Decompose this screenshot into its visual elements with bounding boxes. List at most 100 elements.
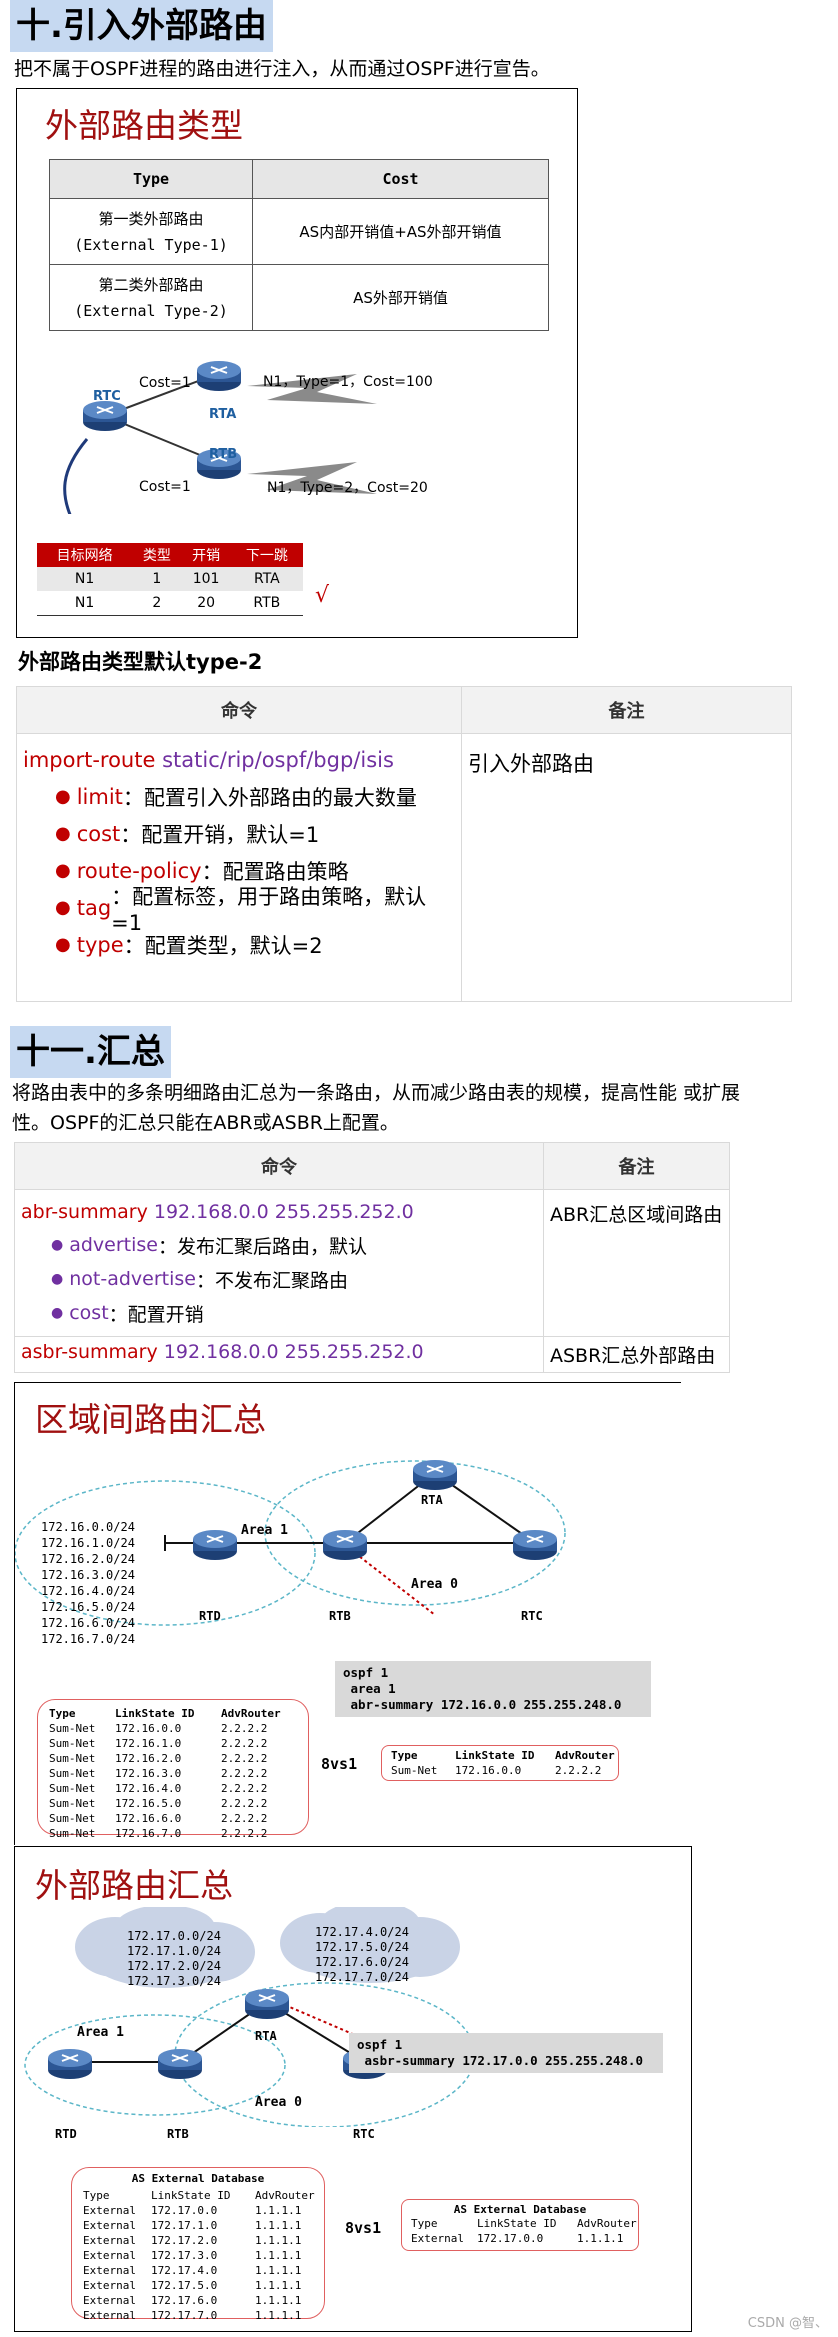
type-cell: 第一类外部路由 (External Type-1) xyxy=(50,199,253,265)
col-header: 类型 xyxy=(132,543,181,567)
router-label-rtb: RTB xyxy=(329,1609,351,1623)
bullet-icon: ● xyxy=(51,1237,63,1253)
col-header: LinkState ID xyxy=(454,1748,554,1763)
remark-cell: ABR汇总区域间路由 xyxy=(544,1190,730,1337)
cell: Sum-Net xyxy=(48,1781,114,1796)
prefix: 172.17.6.0/24 xyxy=(315,1955,409,1970)
col-header: 下一跳 xyxy=(231,543,303,567)
router-icon xyxy=(158,2049,202,2079)
col-type: Type xyxy=(50,160,253,199)
cost-label-bottom: Cost=1 xyxy=(139,479,191,495)
col-remark: 备注 xyxy=(544,1143,730,1190)
prefix: 172.16.4.0/24 xyxy=(41,1583,135,1599)
prefix: 172.17.2.0/24 xyxy=(127,1959,221,1974)
router-label-rtb: RTB xyxy=(167,2127,189,2141)
cell: Sum-Net xyxy=(48,1811,114,1826)
router-icon xyxy=(83,401,127,431)
cell: 172.16.7.0 xyxy=(114,1826,220,1841)
router-label-rta: RTA xyxy=(255,2029,277,2043)
cell: 172.17.0.0 xyxy=(476,2231,576,2246)
cell: 1.1.1.1 xyxy=(254,2293,316,2308)
default-type-note: 外部路由类型默认type-2 xyxy=(18,646,262,676)
cell: 172.16.3.0 xyxy=(114,1766,220,1781)
cell: 1.1.1.1 xyxy=(254,2263,316,2278)
bullet-icon: ● xyxy=(51,1305,63,1321)
slide-external-summary: 外部路由汇总 xyxy=(14,1846,692,2332)
option-item: ● limit：配置引入外部路由的最大数量 xyxy=(55,778,455,815)
option-key: cost xyxy=(69,1302,108,1324)
col-cost: Cost xyxy=(253,160,549,199)
bullet-icon: ● xyxy=(55,786,71,807)
option-key: not-advertise xyxy=(69,1268,196,1290)
slide-inter-area-summary: 区域间路由汇总 172.16.0.0/24 172.16.1.0/24 172.… xyxy=(14,1382,681,1845)
prefix: 172.16.6.0/24 xyxy=(41,1615,135,1631)
command-args: static/rip/ospf/bgp/isis xyxy=(162,748,394,772)
col-command: 命令 xyxy=(17,687,462,734)
router-icon xyxy=(245,1989,289,2019)
prefix: 172.17.4.0/24 xyxy=(315,1925,409,1940)
option-text: ：配置标签，用于路由策略，默认=1 xyxy=(111,881,455,935)
bullet-icon: ● xyxy=(55,823,71,844)
router-label-rta: RTA xyxy=(421,1493,443,1507)
command-cell: asbr-summary 192.168.0.0 255.255.252.0 xyxy=(15,1337,544,1373)
area1-label: Area 1 xyxy=(77,2025,124,2040)
cell: 2.2.2.2 xyxy=(220,1766,282,1781)
option-key: type xyxy=(77,933,124,957)
command-args: 192.168.0.0 255.255.252.0 xyxy=(154,1201,414,1223)
option-item: ●advertise：发布汇聚后路由，默认 xyxy=(51,1228,537,1262)
cell: 1.1.1.1 xyxy=(576,2231,638,2246)
col-header: AdvRouter xyxy=(554,1748,616,1763)
option-text: ：配置引入外部路由的最大数量 xyxy=(123,782,417,812)
type-name: 第一类外部路由 xyxy=(51,206,251,232)
cell: Sum-Net xyxy=(390,1763,454,1778)
section-desc-11-line1: 将路由表中的多条明细路由汇总为一条路由，从而减少路由表的规模，提高性能 或扩展 xyxy=(12,1078,740,1108)
cell: RTB xyxy=(231,591,303,616)
slide-title: 区域间路由汇总 xyxy=(35,1393,266,1441)
area1-label: Area 1 xyxy=(241,1523,288,1538)
option-text: ：发布汇聚后路由，默认 xyxy=(158,1232,367,1259)
option-key: limit xyxy=(77,785,123,809)
option-text: ：配置开销，默认=1 xyxy=(120,819,319,849)
bullet-icon: ● xyxy=(55,934,71,955)
config-line: abr-summary 172.16.0.0 255.255.248.0 xyxy=(343,1697,643,1713)
ospf-config-box: ospf 1 area 1 abr-summary 172.16.0.0 255… xyxy=(335,1661,651,1717)
cell: 172.17.2.0 xyxy=(150,2233,254,2248)
cell: 2.2.2.2 xyxy=(220,1721,282,1736)
cell: 1.1.1.1 xyxy=(254,2203,316,2218)
cell: External xyxy=(82,2263,150,2278)
cell: 172.16.0.0 xyxy=(454,1763,554,1778)
option-item: ●cost：配置开销，默认=1 xyxy=(55,815,455,852)
comparison-label: 8vs1 xyxy=(345,2219,381,2237)
cell: Sum-Net xyxy=(48,1721,114,1736)
watermark: CSDN @智、 xyxy=(748,2312,828,2331)
prefix: 172.16.5.0/24 xyxy=(41,1599,135,1615)
command-keyword: asbr-summary xyxy=(21,1341,158,1363)
cell: N1 xyxy=(37,567,132,591)
option-text: ：配置类型，默认=2 xyxy=(124,930,323,960)
lsdb-after-box: Type LinkState ID AdvRouter Sum-Net172.1… xyxy=(381,1745,619,1781)
section-heading-11: 十一.汇总 xyxy=(10,1026,171,1078)
prefix: 172.17.1.0/24 xyxy=(127,1944,221,1959)
config-line: area 1 xyxy=(343,1681,643,1697)
slide-title: 外部路由类型 xyxy=(45,99,243,147)
router-label-rtd: RTD xyxy=(199,1609,221,1623)
router-icon xyxy=(48,2049,92,2079)
cost-label-top: Cost=1 xyxy=(139,375,191,391)
n1-type1-label: N1，Type=1，Cost=100 xyxy=(263,371,433,391)
cell: External xyxy=(82,2248,150,2263)
col-header: LinkState ID xyxy=(476,2216,576,2231)
cell: 2.2.2.2 xyxy=(220,1796,282,1811)
import-route-cmd-table: 命令 备注 import-route static/rip/ospf/bgp/i… xyxy=(16,686,792,1002)
cell: 172.17.6.0 xyxy=(150,2293,254,2308)
prefix: 172.17.3.0/24 xyxy=(127,1974,221,1989)
cell: 1.1.1.1 xyxy=(254,2233,316,2248)
lsdb-after-box: AS External Database Type LinkState ID A… xyxy=(401,2199,639,2251)
config-line: ospf 1 xyxy=(357,2037,655,2053)
db-title: AS External Database xyxy=(72,2172,324,2185)
cell: External xyxy=(82,2308,150,2323)
col-header: AdvRouter xyxy=(576,2216,638,2231)
cell: 2.2.2.2 xyxy=(220,1811,282,1826)
prefix: 172.17.0.0/24 xyxy=(127,1929,221,1944)
cell: External xyxy=(82,2278,150,2293)
bullet-icon: ● xyxy=(55,897,71,918)
